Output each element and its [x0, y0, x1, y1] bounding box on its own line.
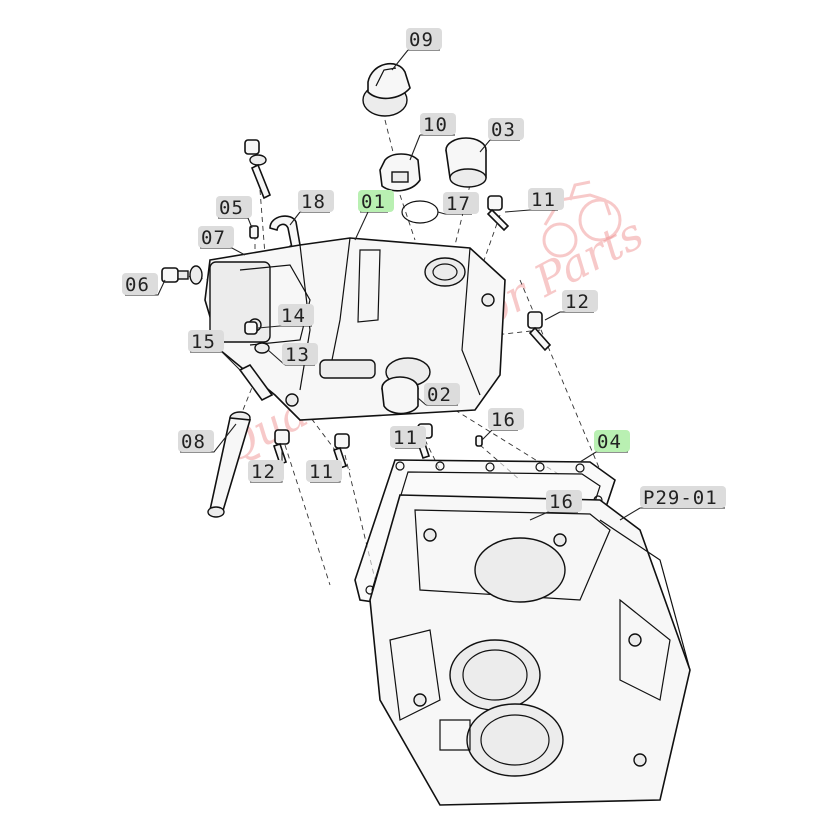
callout-16-upper: 16 — [488, 408, 524, 431]
part-13-washer — [254, 342, 270, 354]
svg-text:11: 11 — [393, 427, 418, 449]
svg-text:15: 15 — [191, 331, 216, 353]
part-07-seal — [189, 265, 203, 285]
callout-17: 17 — [443, 192, 479, 215]
svg-text:10: 10 — [423, 114, 448, 136]
svg-text:16: 16 — [549, 491, 574, 513]
callout-18: 18 — [298, 190, 334, 213]
part-05-pin — [249, 225, 259, 239]
callout-12-right: 12 — [562, 290, 598, 313]
callout-01-highlighted: 01 — [358, 190, 394, 213]
part-06-plug — [161, 267, 189, 283]
callout-09: 09 — [406, 28, 442, 51]
part-02-bushing — [381, 376, 419, 415]
part-17-o-ring — [401, 200, 439, 224]
callout-08: 08 — [178, 430, 214, 453]
callout-14: 14 — [278, 304, 314, 327]
part-16-pin — [475, 435, 483, 447]
callout-03: 03 — [488, 118, 524, 141]
svg-text:08: 08 — [181, 431, 206, 453]
svg-text:12: 12 — [251, 461, 276, 483]
part-14-bolt — [244, 321, 258, 335]
svg-text:05: 05 — [219, 197, 244, 219]
part-09-cap — [362, 62, 411, 117]
svg-text:14: 14 — [281, 305, 306, 327]
svg-text:17: 17 — [446, 193, 471, 215]
housing-p29-01 — [369, 494, 691, 806]
svg-text:P29-01: P29-01 — [643, 487, 718, 509]
callout-16-lower: 16 — [546, 490, 582, 513]
callout-02: 02 — [424, 383, 460, 406]
callouts: 09 10 03 05 18 01 17 11 — [122, 28, 726, 513]
callout-12-lower: 12 — [248, 460, 284, 483]
part-10-breather — [379, 153, 421, 192]
svg-text:11: 11 — [531, 189, 556, 211]
svg-text:09: 09 — [409, 29, 434, 51]
callout-10: 10 — [420, 113, 456, 136]
callout-11-lower-mid: 11 — [390, 426, 426, 449]
part-15-pin — [238, 363, 274, 402]
svg-text:13: 13 — [285, 344, 310, 366]
part-03-bushing — [445, 137, 487, 188]
part-bolt-top-left — [244, 139, 272, 200]
svg-text:12: 12 — [565, 291, 590, 313]
svg-text:06: 06 — [125, 274, 150, 296]
callout-05: 05 — [216, 196, 252, 219]
callout-07: 07 — [198, 226, 234, 249]
svg-text:02: 02 — [427, 384, 452, 406]
svg-text:01: 01 — [361, 191, 386, 213]
svg-text:16: 16 — [491, 409, 516, 431]
callout-11-upper: 11 — [528, 188, 564, 211]
callout-11-lower-left: 11 — [306, 460, 342, 483]
callout-13: 13 — [282, 343, 318, 366]
part-11-bolt-lower-left — [332, 433, 350, 470]
svg-text:18: 18 — [301, 191, 326, 213]
callout-p29-01: P29-01 — [640, 486, 726, 509]
callout-04-highlighted: 04 — [594, 430, 630, 453]
callout-15: 15 — [188, 330, 224, 353]
part-08-rod — [207, 411, 252, 518]
svg-text:07: 07 — [201, 227, 226, 249]
svg-text:04: 04 — [597, 431, 622, 453]
svg-text:03: 03 — [491, 119, 516, 141]
part-11-bolt-upper — [486, 195, 510, 232]
svg-text:11: 11 — [309, 461, 334, 483]
part-18-hook-pipe — [269, 215, 301, 250]
part-12-bolt-right — [527, 311, 552, 352]
callout-06: 06 — [122, 273, 158, 296]
